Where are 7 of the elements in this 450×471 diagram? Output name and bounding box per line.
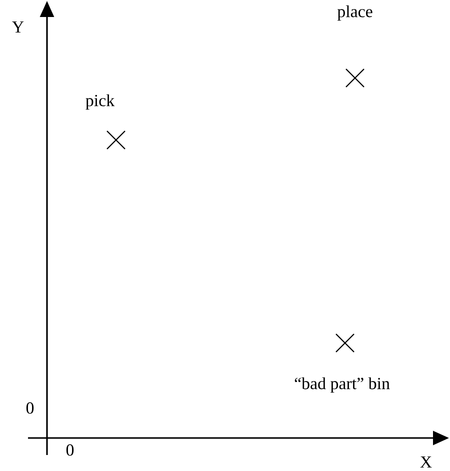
axis-label: Y: [12, 21, 24, 33]
point-label: pick: [86, 94, 115, 110]
axis-label: 0: [26, 402, 34, 414]
point-label: place: [337, 5, 372, 21]
point-label: “bad part” bin: [294, 377, 390, 393]
axis-label: X: [420, 456, 432, 468]
axis-label: 0: [66, 444, 74, 456]
